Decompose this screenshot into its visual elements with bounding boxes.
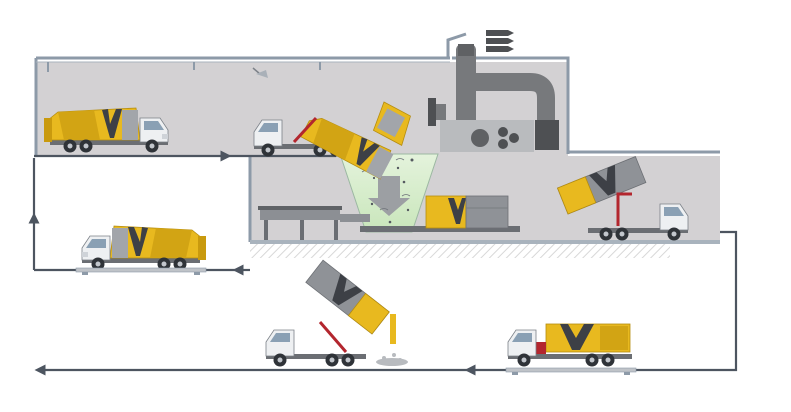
compactor-icon xyxy=(360,195,520,232)
exhaust-system xyxy=(440,32,559,152)
weighbridge-icon xyxy=(75,267,207,276)
weighbridge-icon xyxy=(505,367,637,376)
ceiling-light-icon xyxy=(252,67,268,78)
tipping-garbage-truck-icon xyxy=(253,101,411,180)
garbage-truck-icon xyxy=(81,225,207,271)
tipping-hooklift-truck-icon xyxy=(265,259,396,367)
feed-chute xyxy=(339,153,439,233)
hooklift-truck-icon xyxy=(507,323,633,367)
air-flow-arrows-icon xyxy=(486,30,514,52)
waste-pile xyxy=(376,353,408,366)
exhaust-fan-icon xyxy=(428,98,446,126)
tipping-hooklift-truck-icon xyxy=(556,156,689,241)
conveyor-icon xyxy=(258,206,370,240)
